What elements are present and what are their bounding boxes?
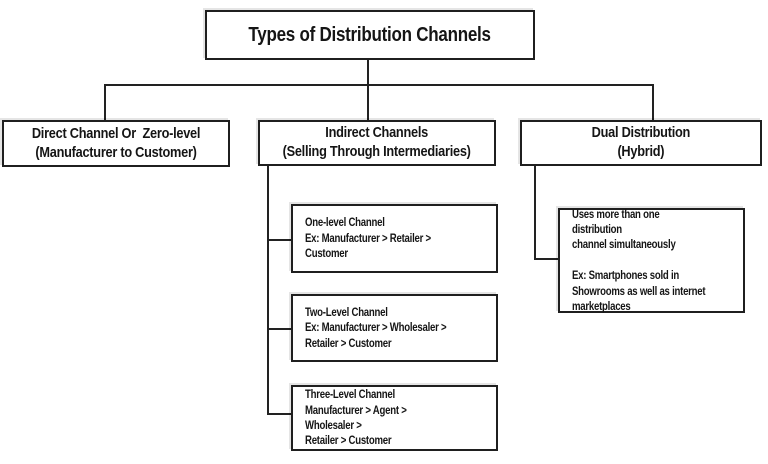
- dual-distribution-text: Dual Distribution (Hybrid): [591, 124, 691, 160]
- connector-stub-one-level: [267, 239, 293, 241]
- connector-stub-three-level: [267, 413, 293, 415]
- connector-stub-dual-detail: [534, 258, 560, 260]
- node-title: Types of Distribution Channels: [205, 10, 535, 60]
- connector-title-trunk: [367, 60, 369, 120]
- title-text: Types of Distribution Channels: [248, 23, 492, 46]
- node-dual-distribution: Dual Distribution (Hybrid): [520, 120, 762, 166]
- connector-stub-two-level: [267, 328, 293, 330]
- node-dual-distribution-detail: Uses more than one distribution channel …: [558, 206, 745, 313]
- connector-dual-detail-trunk: [534, 165, 536, 259]
- node-two-level-channel: Two-Level Channel Ex: Manufacturer > Who…: [291, 294, 498, 362]
- direct-channel-text: Direct Channel Or Zero-level (Manufactur…: [31, 124, 201, 161]
- connector-horizontal-bus: [104, 84, 654, 86]
- one-level-channel-text: One-level Channel Ex: Manufacturer > Ret…: [305, 215, 431, 261]
- connector-indirect-trunk: [267, 165, 269, 415]
- connector-dual-drop-top: [652, 84, 654, 120]
- node-one-level-channel: One-level Channel Ex: Manufacturer > Ret…: [291, 204, 498, 273]
- node-direct-channel: Direct Channel Or Zero-level (Manufactur…: [2, 120, 230, 167]
- dual-distribution-detail-text: Uses more than one distribution channel …: [572, 206, 706, 313]
- three-level-channel-text: Three-Level Channel Manufacturer > Agent…: [305, 387, 407, 448]
- indirect-channels-text: Indirect Channels (Selling Through Inter…: [282, 124, 472, 160]
- node-indirect-channels: Indirect Channels (Selling Through Inter…: [258, 120, 496, 166]
- node-three-level-channel: Three-Level Channel Manufacturer > Agent…: [291, 385, 498, 451]
- connector-direct-drop: [104, 84, 106, 120]
- two-level-channel-text: Two-Level Channel Ex: Manufacturer > Who…: [305, 304, 447, 350]
